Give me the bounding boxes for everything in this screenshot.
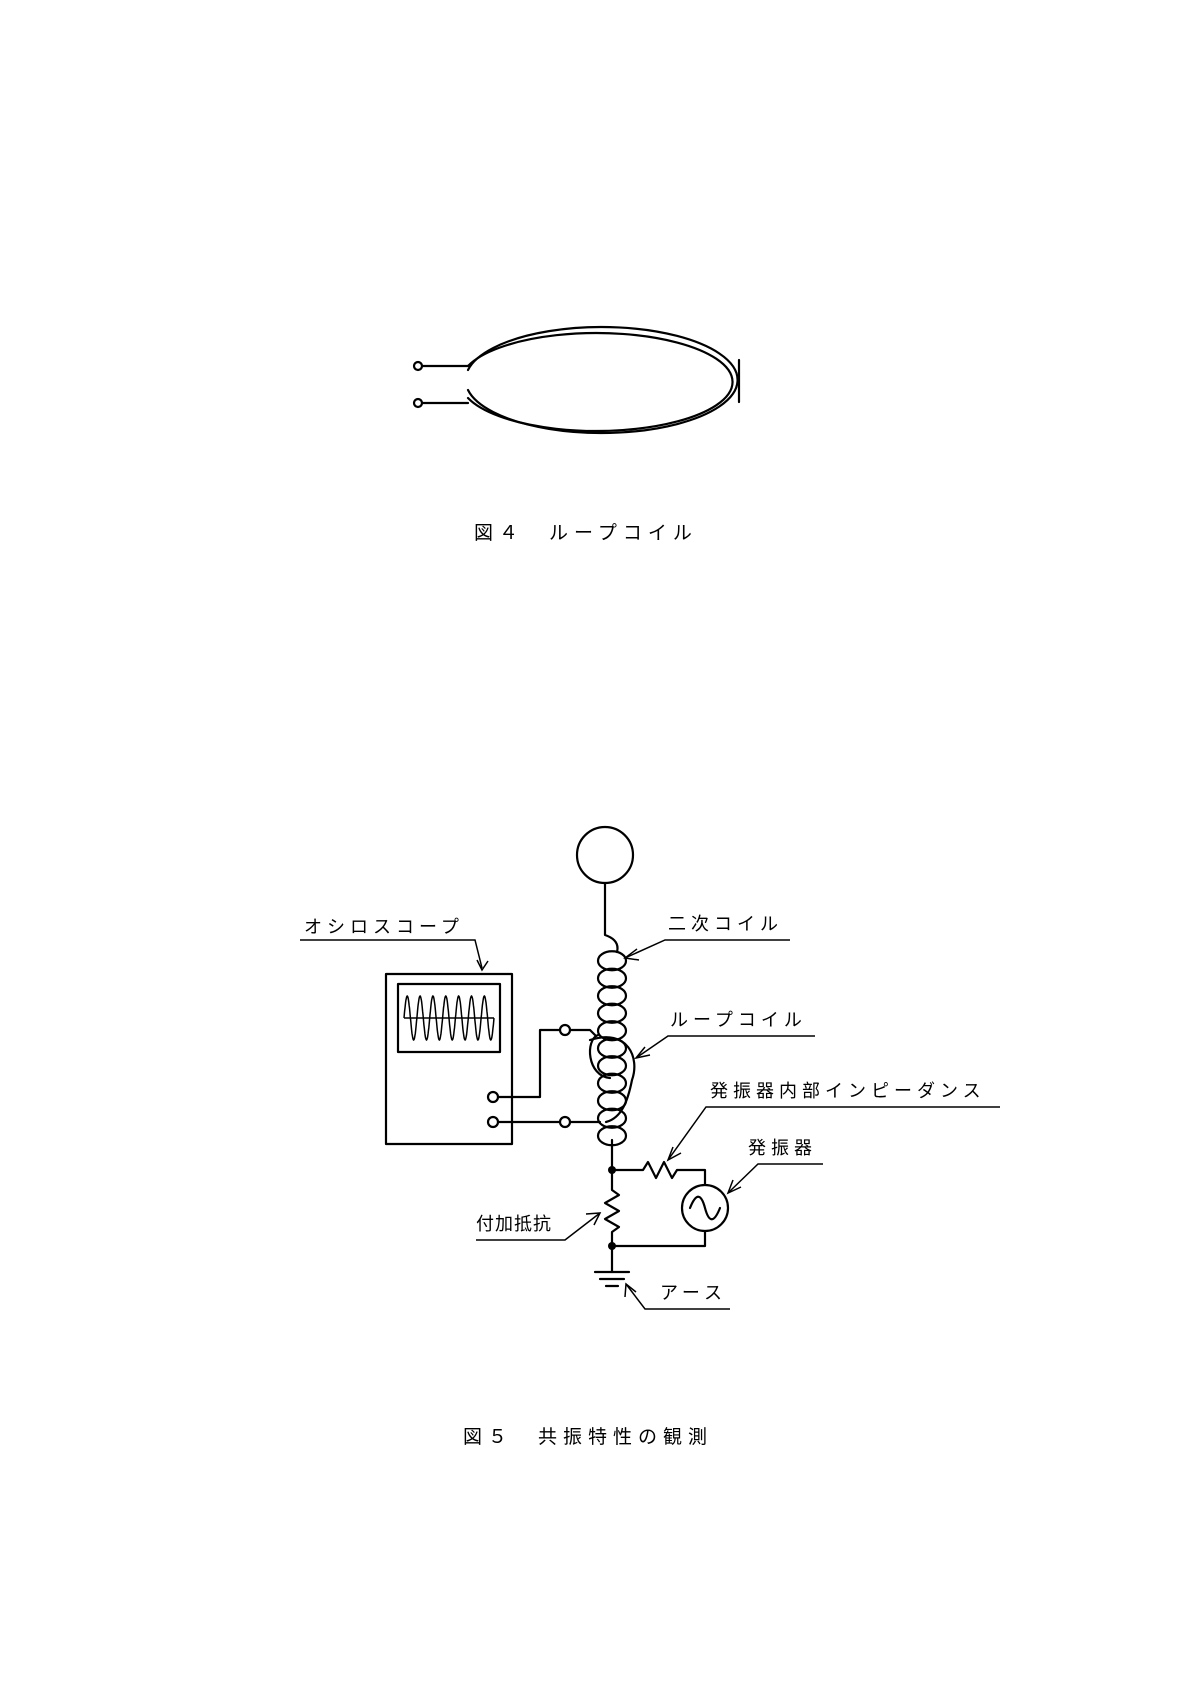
leader-oscilloscope bbox=[300, 939, 483, 969]
leader-loop-coil bbox=[635, 1035, 815, 1059]
loop-terminal-top bbox=[412, 360, 424, 372]
label-secondary-coil: 二次コイル bbox=[668, 914, 783, 935]
arrow-additional-resistor bbox=[585, 1212, 602, 1226]
coil-turn bbox=[596, 985, 628, 1007]
leader-oscillator-impedance bbox=[667, 1106, 1000, 1161]
figure-5-caption: 図５ 共振特性の観測 bbox=[463, 1426, 714, 1448]
oscilloscope-waveform bbox=[403, 994, 495, 1042]
oscillator-internal-impedance bbox=[610, 1160, 707, 1186]
loop-coil-shape bbox=[588, 1036, 636, 1124]
oscilloscope-terminal-2 bbox=[486, 1115, 500, 1129]
label-loop-coil: ループコイル bbox=[670, 1010, 807, 1031]
oscilloscope-terminal-1 bbox=[486, 1090, 500, 1104]
wire-oscillator-return bbox=[610, 1229, 707, 1248]
loop-terminal-bottom bbox=[412, 397, 424, 409]
leader-additional-resistor bbox=[476, 1212, 601, 1241]
arrow-oscillator bbox=[726, 1179, 742, 1195]
coil-turn bbox=[596, 967, 628, 989]
label-oscillator: 発振器 bbox=[748, 1138, 817, 1159]
oscillator-sine-icon bbox=[688, 1195, 722, 1221]
label-additional-resistor: 付加抵抗 bbox=[476, 1214, 552, 1235]
earth-symbol bbox=[593, 1270, 631, 1288]
secondary-coil bbox=[596, 950, 628, 1147]
loop-coil-shape-upper bbox=[588, 1033, 612, 1080]
coil-turn bbox=[596, 1072, 628, 1094]
coil-turn bbox=[596, 1037, 628, 1059]
additional-resistor bbox=[603, 1168, 621, 1248]
top-load-sphere bbox=[575, 825, 635, 885]
coil-turn bbox=[596, 950, 628, 972]
loop-terminal-upper bbox=[558, 1023, 572, 1037]
top-load-wire bbox=[603, 881, 619, 954]
leader-earth bbox=[625, 1283, 730, 1310]
loop-inner-ring bbox=[466, 325, 739, 435]
arrow-earth bbox=[624, 1282, 637, 1298]
oscilloscope-body bbox=[384, 972, 514, 1146]
wire-loop-upper bbox=[568, 1028, 598, 1038]
arrow-loop-coil bbox=[634, 1046, 651, 1060]
wire-osc-terminal-1 bbox=[496, 1028, 562, 1099]
label-earth: アース bbox=[660, 1283, 727, 1304]
oscilloscope-screen bbox=[396, 982, 502, 1054]
figure-4-caption: 図４ ループコイル bbox=[474, 522, 698, 544]
arrow-secondary-coil bbox=[623, 948, 640, 961]
coil-turn bbox=[596, 1055, 628, 1077]
leader-secondary-coil bbox=[624, 939, 790, 959]
loop-terminal-lower bbox=[558, 1115, 572, 1129]
label-oscillator-impedance: 発振器内部インピーダンス bbox=[710, 1081, 986, 1102]
label-oscilloscope: オシロスコープ bbox=[304, 917, 464, 938]
arrow-oscilloscope bbox=[476, 959, 489, 972]
arrow-oscillator-impedance bbox=[666, 1146, 682, 1162]
coil-turn bbox=[596, 1020, 628, 1042]
leader-oscillator bbox=[727, 1163, 823, 1194]
coil-turn bbox=[596, 1002, 628, 1024]
coil-turn bbox=[596, 1107, 628, 1129]
coil-turn bbox=[596, 1090, 628, 1112]
